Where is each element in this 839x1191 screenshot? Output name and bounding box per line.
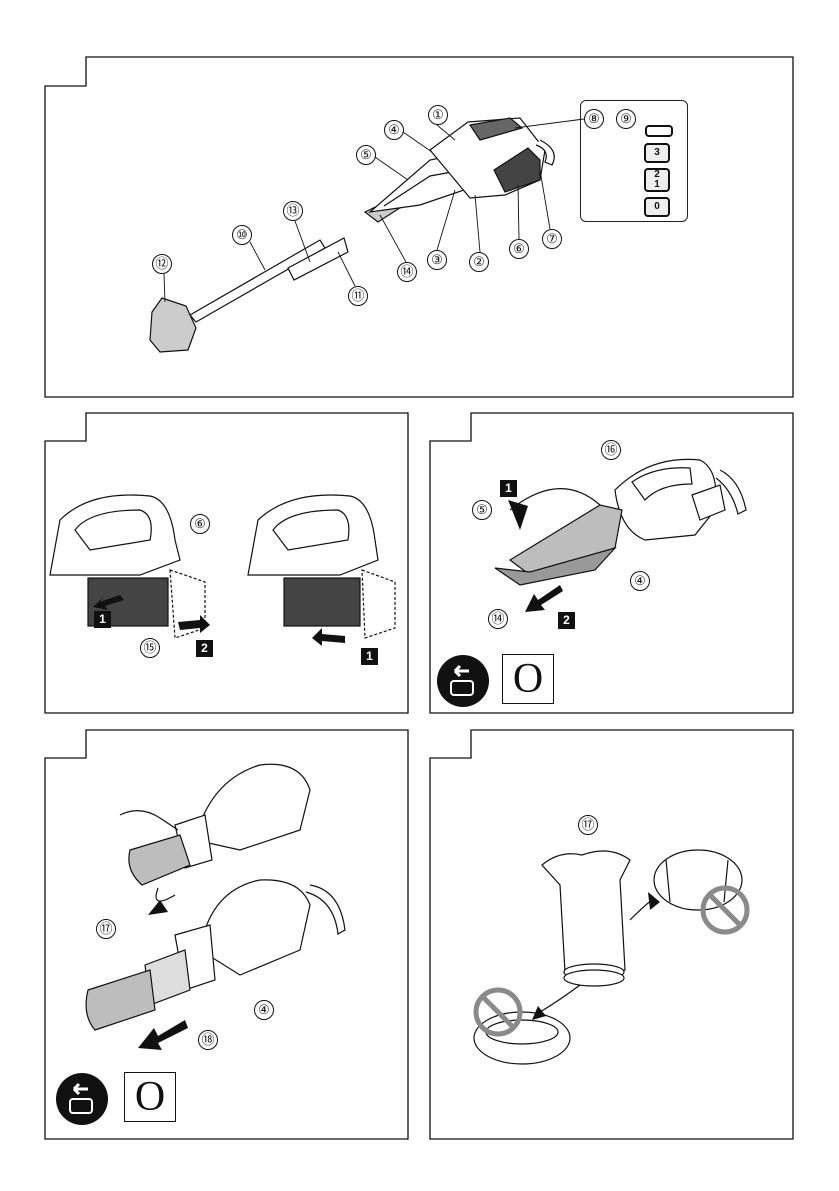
step-2-badge: 2 xyxy=(558,612,575,629)
pull-arrow xyxy=(138,1020,188,1050)
filter-illustration xyxy=(474,850,742,1064)
dust-case-removal-illustration xyxy=(495,459,746,585)
figure-3-panel: ⑯ ⑤ ④ ⑭ 1 2 O xyxy=(420,400,839,720)
figure-4-panel: ⑰ ④ ⑱ O xyxy=(0,720,420,1150)
figure-5-frame xyxy=(420,720,839,1150)
callout-16: ⑯ xyxy=(601,440,621,460)
figure-2-frame xyxy=(0,400,420,720)
step-2-badge: 2 xyxy=(196,640,213,657)
callout-15: ⑮ xyxy=(140,638,160,658)
mode-o-box: O xyxy=(124,1072,176,1122)
step-1-badge: 1 xyxy=(361,648,378,665)
callout-6: ⑥ xyxy=(190,514,210,534)
figure-5-panel: ⑰ xyxy=(420,720,839,1150)
step-1-badge: 1 xyxy=(500,480,517,497)
figure-1-panel: 3 2 1 0 ① ② ③ ④ ⑤ ⑥ ⑦ ⑧ ⑨ ⑩ ⑪ ⑫ ⑬ ⑭ xyxy=(0,0,839,400)
pull-arrow xyxy=(525,585,563,612)
callout-17: ⑰ xyxy=(578,815,598,835)
remove-dust-case-icon xyxy=(437,655,489,707)
callout-14: ⑭ xyxy=(488,609,508,629)
callout-4: ④ xyxy=(630,571,650,591)
callout-4: ④ xyxy=(254,1000,274,1020)
step-1-badge: 1 xyxy=(94,611,111,628)
mode-o-box: O xyxy=(502,654,554,704)
remove-dust-case-icon xyxy=(56,1073,108,1125)
callout-leaders xyxy=(0,0,839,400)
callout-18: ⑱ xyxy=(198,1030,218,1050)
zoom-arrow xyxy=(648,892,660,910)
callout-5: ⑤ xyxy=(472,500,492,520)
filter-removal-illustration xyxy=(86,764,345,1030)
rotate-arrow xyxy=(148,900,168,915)
rotate-arrow xyxy=(508,500,528,530)
callout-17: ⑰ xyxy=(96,919,116,939)
figure-2-panel: ⑥ ⑮ 1 2 1 xyxy=(0,400,420,720)
